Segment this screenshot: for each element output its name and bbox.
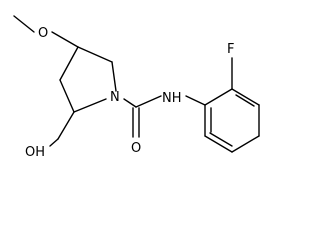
phenyl-inner-bond-1	[235, 94, 255, 107]
ring-bond-c5-n	[111, 61, 117, 92]
phenyl-inner-bond-2	[209, 132, 233, 147]
phenyl-bond-4	[231, 135, 260, 153]
o-c4-bond	[51, 31, 79, 48]
carbonyl-oxygen-label: O	[131, 141, 141, 156]
phenyl-bond-5	[204, 135, 233, 153]
methoxy-oxygen-label: O	[38, 26, 48, 41]
ring-bond-c4-c5	[77, 46, 113, 63]
nh-aryl-bond	[185, 95, 206, 106]
ring-bond-c3-c4	[59, 46, 79, 81]
structure-canvas: O N NH F O OH	[13, 15, 260, 160]
carboxyl-oh-bond	[49, 138, 59, 147]
carbonyl-nh-bond	[135, 95, 162, 108]
fluorine-label: F	[227, 42, 234, 57]
ring-bond-n-c2	[73, 98, 107, 113]
hydroxyl-label: OH	[25, 145, 45, 160]
phenyl-bond-1	[204, 88, 233, 106]
ring-nitrogen-label: N	[110, 90, 120, 105]
phenyl-bond-2	[231, 88, 260, 106]
ring-bond-c2-c3	[59, 79, 75, 113]
methyl-o-bond	[13, 15, 35, 33]
n-carbonyl-bond	[123, 98, 137, 108]
c2-carboxyl-bond	[57, 111, 75, 140]
amide-nh-label: NH	[162, 91, 182, 106]
